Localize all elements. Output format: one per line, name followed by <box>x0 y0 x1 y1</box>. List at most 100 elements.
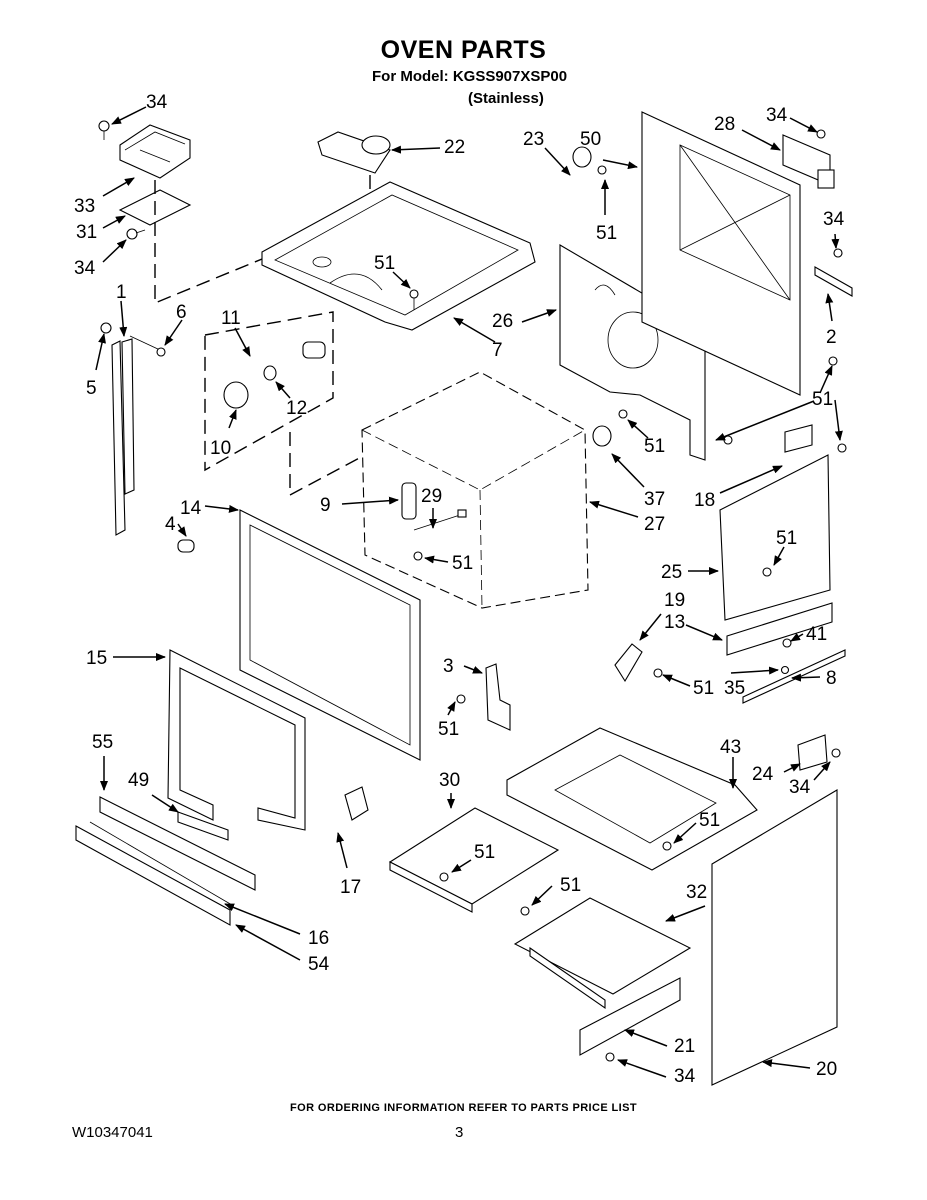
callout-label[interactable]: 7 <box>492 340 503 361</box>
callout-label[interactable]: 25 <box>661 562 682 583</box>
screw-51-rear-right[interactable] <box>837 443 847 453</box>
callout-label[interactable]: 51 <box>699 810 720 831</box>
callout-label[interactable]: 51 <box>374 253 395 274</box>
callout-label[interactable]: 4 <box>165 514 176 535</box>
callout-label[interactable]: 3 <box>443 656 454 677</box>
part-55-vent-trim[interactable] <box>99 796 256 891</box>
callout-label[interactable]: 1 <box>116 282 127 303</box>
callout-label[interactable]: 34 <box>74 258 96 279</box>
callout-label[interactable]: 51 <box>812 389 833 410</box>
callout-label[interactable]: 51 <box>596 223 617 244</box>
part-2-angle-bracket[interactable] <box>814 266 853 297</box>
screw-51-cutoff-lower[interactable] <box>618 409 628 419</box>
callout-label[interactable]: 10 <box>210 438 231 459</box>
callout-label[interactable]: 51 <box>776 528 797 549</box>
part-3-bracket[interactable] <box>485 663 511 731</box>
screw-51-cutoff[interactable] <box>597 165 607 175</box>
callout-label[interactable]: 34 <box>789 777 811 798</box>
part-37-thermal-cutoff[interactable] <box>592 425 612 447</box>
callout-label[interactable]: 49 <box>128 770 149 791</box>
callout-label[interactable]: 16 <box>308 928 329 949</box>
part-27-oven-cavity[interactable] <box>361 371 589 609</box>
callout-label[interactable]: 43 <box>720 737 741 758</box>
part-17-clip[interactable] <box>344 786 369 821</box>
callout-label[interactable]: 17 <box>340 877 361 898</box>
callout-label[interactable]: 51 <box>452 553 473 574</box>
callout-label[interactable]: 6 <box>176 302 187 323</box>
part-30-shelf[interactable] <box>388 807 560 913</box>
callout-label[interactable]: 26 <box>492 311 513 332</box>
screw-51-plate[interactable] <box>653 668 663 678</box>
callout-label[interactable]: 5 <box>86 378 97 399</box>
callout-label[interactable]: 13 <box>664 612 685 633</box>
part-33-control-board[interactable] <box>119 124 191 179</box>
part-13-strip[interactable] <box>726 602 833 656</box>
callout-label[interactable]: 14 <box>180 498 202 519</box>
callout-label[interactable]: 29 <box>421 486 442 507</box>
part-29-sensor[interactable] <box>413 509 467 531</box>
callout-label[interactable]: 28 <box>714 114 735 135</box>
screw-34-trim[interactable] <box>605 1052 615 1062</box>
callout-label[interactable]: 23 <box>523 129 544 150</box>
callout-label[interactable]: 31 <box>76 222 97 243</box>
callout-label[interactable]: 18 <box>694 490 715 511</box>
callout-label[interactable]: 8 <box>826 668 837 689</box>
callout-label[interactable]: 50 <box>580 129 601 150</box>
callout-label[interactable]: 30 <box>439 770 460 791</box>
screw-34-left[interactable] <box>126 228 146 240</box>
screw-34-angle[interactable] <box>833 248 843 258</box>
part-32-tray[interactable] <box>513 897 692 1010</box>
callout-label[interactable]: 32 <box>686 882 707 903</box>
part-5-grommet[interactable] <box>100 322 112 334</box>
screw-51-tray-lower[interactable] <box>520 906 530 916</box>
callout-label[interactable]: 51 <box>438 719 459 740</box>
part-24-cover[interactable] <box>797 734 828 771</box>
screw-51-bracket[interactable] <box>456 694 466 704</box>
callout-label[interactable]: 11 <box>221 308 241 329</box>
part-41-screw[interactable] <box>782 638 792 648</box>
part-35-washer[interactable] <box>780 665 790 675</box>
callout-label[interactable]: 55 <box>92 732 113 753</box>
screw-34-bracket[interactable] <box>816 129 826 139</box>
callout-label[interactable]: 21 <box>674 1036 695 1057</box>
part-54-vent-trim-lower[interactable] <box>75 825 231 926</box>
part-light-socket[interactable] <box>302 341 326 359</box>
screw-51-cavity[interactable] <box>413 551 423 561</box>
callout-label[interactable]: 22 <box>444 137 465 158</box>
part-16-vent-seal[interactable] <box>89 821 233 906</box>
callout-label[interactable]: 51 <box>474 842 495 863</box>
callout-label[interactable]: 34 <box>146 92 168 113</box>
screw-51-rear-left[interactable] <box>723 435 733 445</box>
part-10-light-lens[interactable] <box>223 381 249 409</box>
part-23-thermal-cutoff[interactable] <box>572 146 592 168</box>
part-26-rear-panel[interactable] <box>559 244 706 461</box>
callout-label[interactable]: 33 <box>74 196 95 217</box>
callout-label[interactable]: 24 <box>752 764 774 785</box>
callout-label[interactable]: 19 <box>664 590 685 611</box>
part-19-plate[interactable] <box>614 643 643 683</box>
screw-34-cover[interactable] <box>831 748 841 758</box>
callout-label[interactable]: 51 <box>560 875 581 896</box>
callout-label[interactable]: 34 <box>766 105 788 126</box>
callout-label[interactable]: 51 <box>693 678 714 699</box>
part-14-front-frame[interactable] <box>239 509 421 761</box>
callout-label[interactable]: 2 <box>826 327 837 348</box>
screw-51-tray[interactable] <box>662 841 672 851</box>
callout-label[interactable]: 34 <box>823 209 845 230</box>
part-50-rear-frame[interactable] <box>641 111 801 396</box>
part-12-bulb[interactable] <box>263 365 277 381</box>
part-20-side-panel[interactable] <box>711 789 838 1086</box>
part-6-screw[interactable] <box>129 335 166 357</box>
part-21-front-trim[interactable] <box>579 977 681 1056</box>
screw-51-panel[interactable] <box>762 567 772 577</box>
part-15-door-gasket[interactable] <box>167 649 306 831</box>
part-43-bottom-tray[interactable] <box>506 727 758 871</box>
callout-label[interactable]: 37 <box>644 489 665 510</box>
callout-label[interactable]: 41 <box>806 624 827 645</box>
callout-label[interactable]: 54 <box>308 954 330 975</box>
part-1-side-trim[interactable] <box>111 338 135 536</box>
callout-label[interactable]: 34 <box>674 1066 696 1087</box>
part-25-lower-rear-panel[interactable] <box>719 454 831 621</box>
part-49-vent-baffle[interactable] <box>177 811 229 841</box>
part-22-latch-motor[interactable] <box>317 131 391 174</box>
